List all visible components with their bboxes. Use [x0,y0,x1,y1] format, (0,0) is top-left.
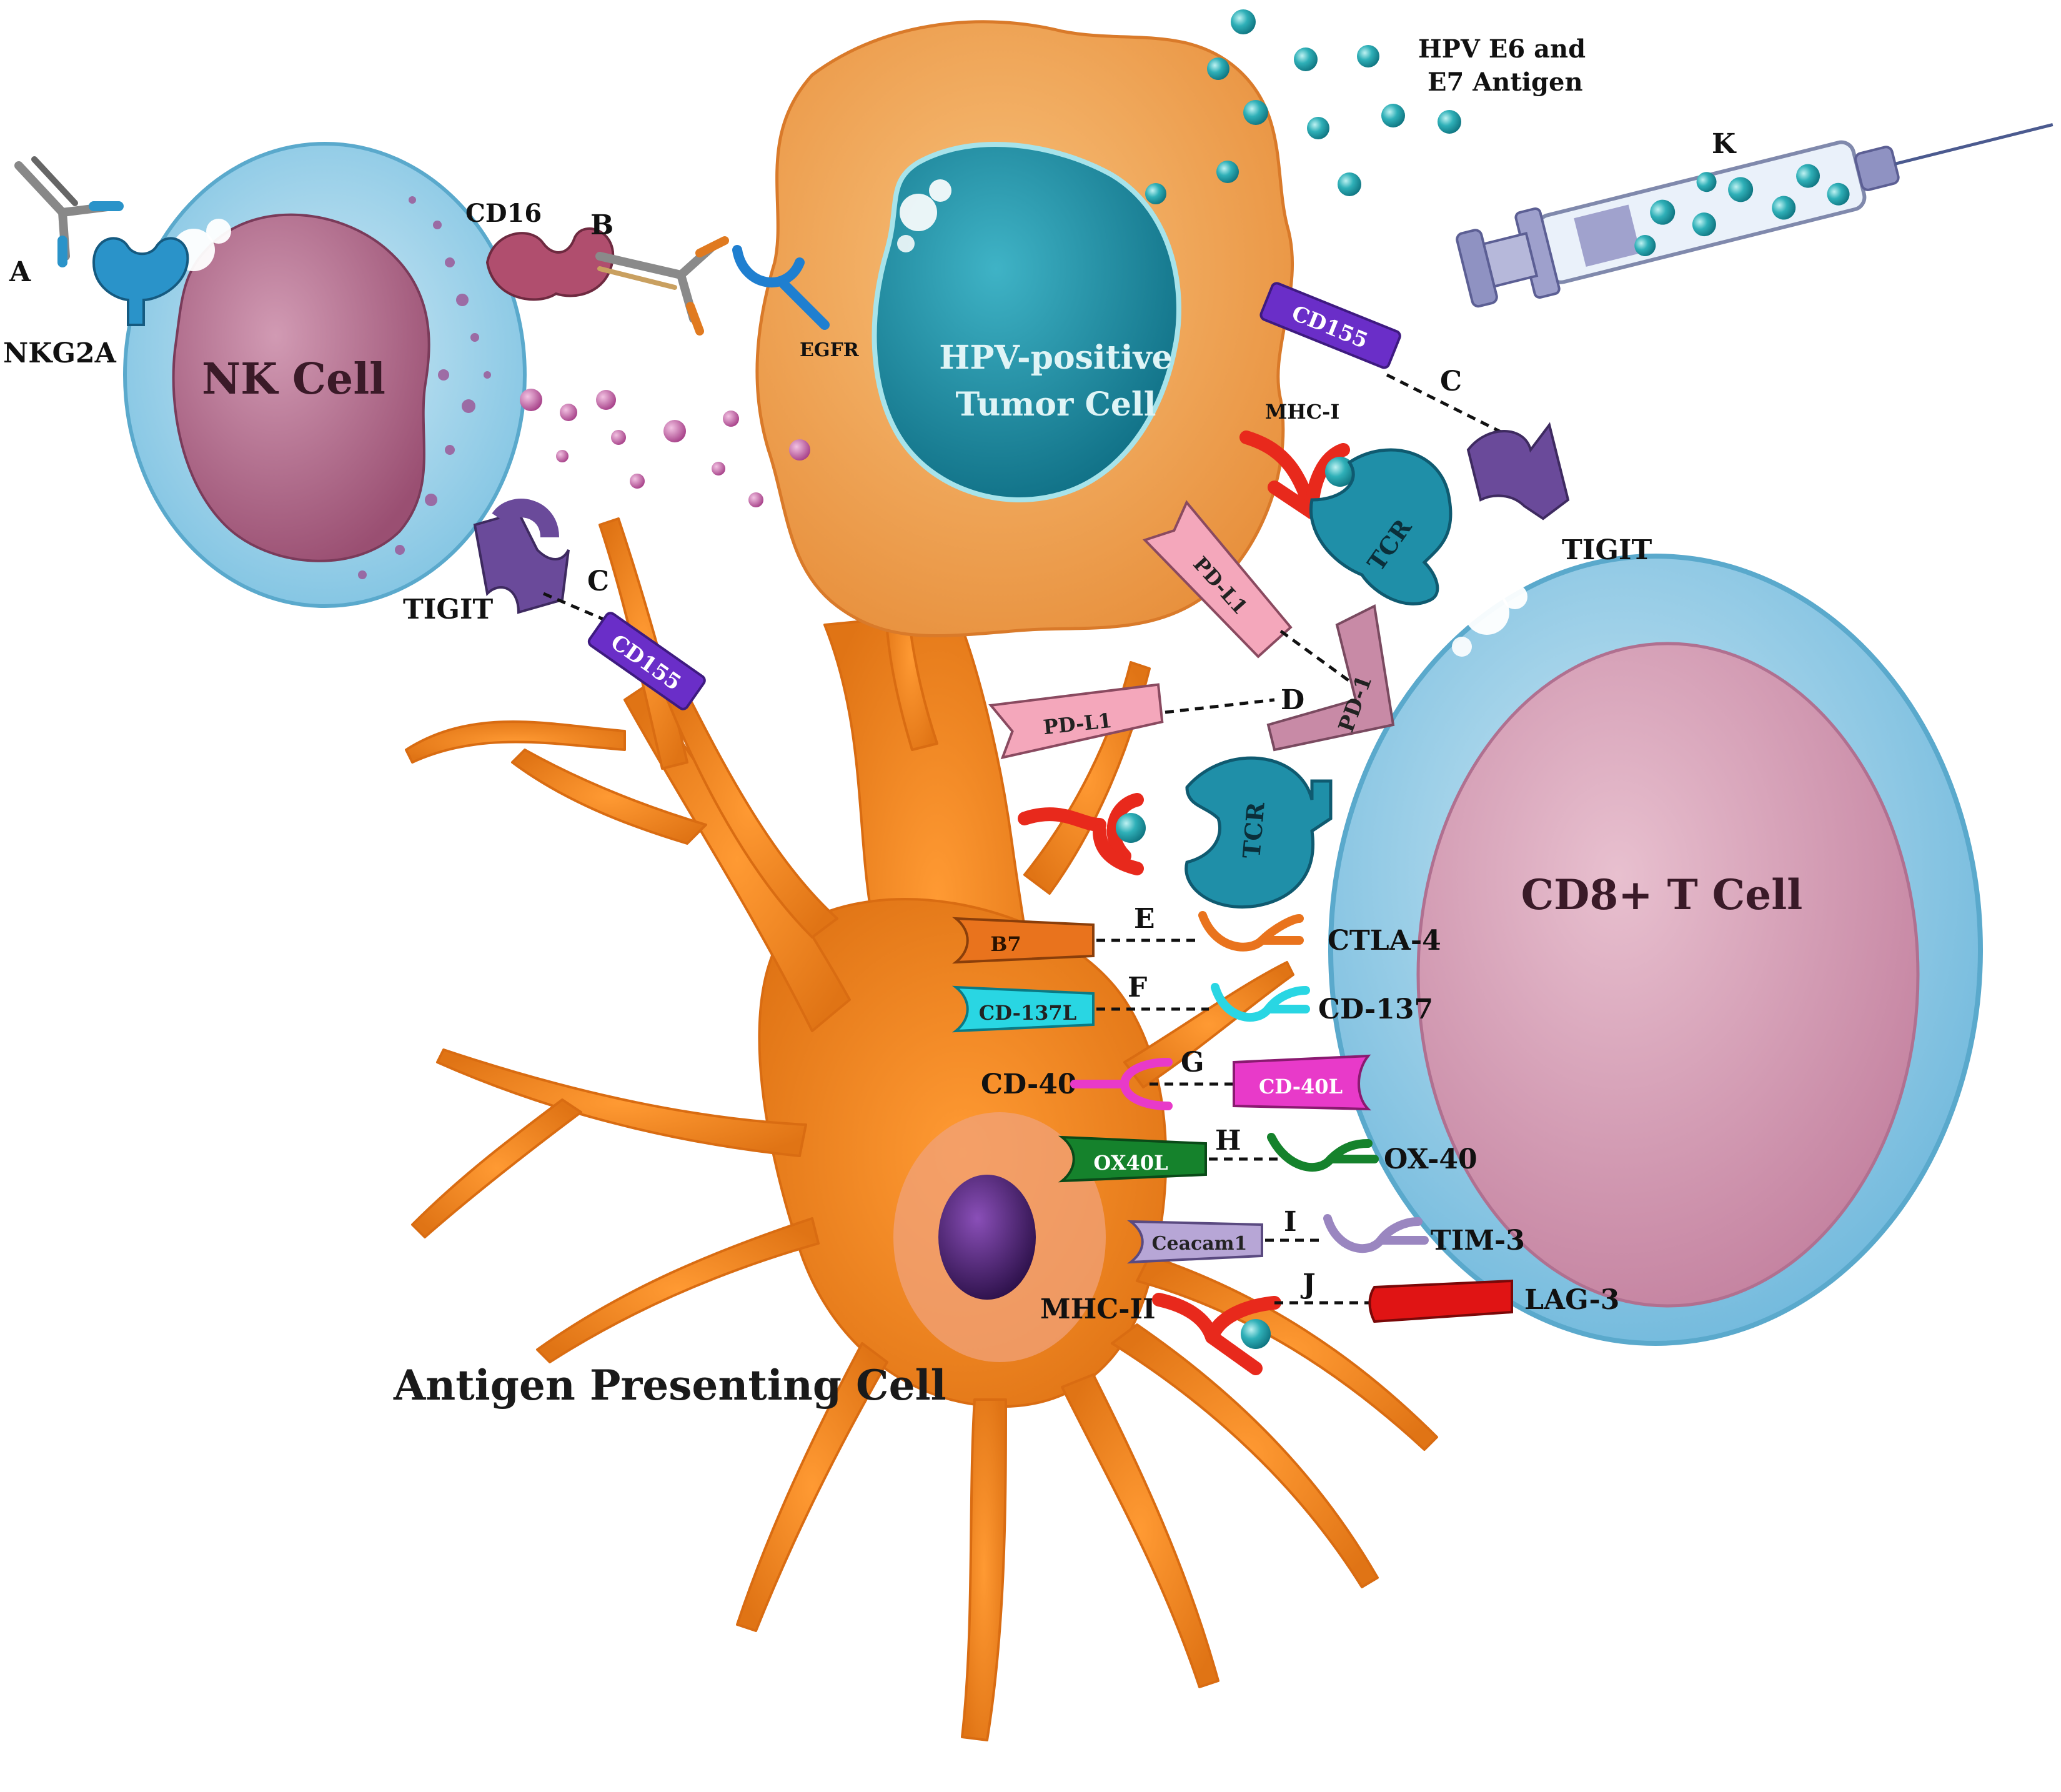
letter-b: B [590,209,613,241]
nk-cell-label: NK Cell [202,354,385,404]
cd137-receptor [1211,983,1310,1022]
cd155-tigit-link-t [1386,373,1513,439]
lag3-receptor [1368,1279,1513,1323]
mhc1-molecule-apc [1018,793,1144,875]
mhc2-molecule [1152,1293,1281,1375]
ox40l-ligand: OX40L [1058,1135,1207,1183]
apc-label: Antigen Presenting Cell [393,1361,946,1410]
mhc1-bound-antigen [1325,457,1355,487]
cd16-receptor [485,227,615,301]
ctla4-receptor [1198,911,1304,952]
cd40l-label: CD-40L [1259,1075,1343,1098]
tim3-label: TIM-3 [1431,1225,1525,1257]
tumor-nucleus [872,142,1181,502]
tigit-t-label: TIGIT [1562,534,1652,566]
hpv-antigen-particles [1145,9,1461,204]
antigen-label-line2: E7 Antigen [1428,67,1583,97]
nk-granules [358,196,491,579]
ox40l-label: OX40L [1093,1151,1168,1175]
letter-c-t: C [1440,366,1462,397]
egfr-label: EGFR [800,339,860,361]
tumor-highlight [929,179,951,202]
tcr-receptor-apc [1184,756,1333,908]
mhc1-apc-bound-antigen [1116,813,1146,843]
t-cell-highlight [1502,584,1527,609]
t-cell-highlight [1464,590,1509,635]
anti-egfr-antibody [595,236,729,336]
tumor-highlight [900,194,937,231]
ceacam1-ligand: Ceacam1 [1126,1220,1263,1264]
lag3-label: LAG-3 [1524,1284,1619,1316]
mhc1-label: MHC-I [1265,400,1339,424]
letter-j: J [1300,1268,1316,1300]
apc-nucleus [938,1175,1036,1300]
pdl1-pd1-link-apc [1165,698,1275,714]
cd137l-label: CD-137L [979,1001,1076,1025]
nk-cell: NK Cell [123,142,527,608]
tim3-receptor [1323,1214,1429,1253]
letter-e: E [1134,903,1155,935]
nkg2a-receptor [92,237,189,326]
cd40-receptor [1070,1058,1173,1110]
letter-a: A [9,256,31,288]
letter-h: H [1215,1125,1241,1157]
cd8-t-cell: CD8+ T Cell [1328,554,1983,1346]
tumor-cell-label-line2: Tumor Cell [956,386,1156,424]
letter-c-nk: C [587,565,609,597]
letter-i: I [1284,1206,1297,1238]
mhc2-label: MHC-II [1040,1293,1156,1325]
hpv-positive-tumor-cell: HPV-positive Tumor Cell [755,20,1294,638]
tigit-receptor-nk [473,499,570,614]
cd16-label: CD16 [465,199,542,228]
ceacam1-label: Ceacam1 [1152,1233,1248,1255]
egfr-receptor [732,245,830,330]
cytotoxic-granules [520,389,810,507]
pd1-receptor [1266,604,1395,752]
letter-f: F [1128,972,1147,1003]
vaccine-syringe [1456,122,2054,308]
mhc2-bound-antigen [1241,1319,1271,1349]
tumor-cell-label-line1: HPV-positive [939,339,1173,377]
ox40-receptor [1267,1133,1379,1172]
tumor-highlight [897,235,915,252]
antigen-label-line1: HPV E6 and [1418,34,1586,64]
t-cell-nucleus [1416,642,1920,1308]
pdl1-ligand-apc: PD-L1 [988,683,1164,760]
tcr-apc-label: TCR [1237,801,1270,860]
cd40-label: CD-40 [981,1068,1076,1100]
tcr-receptor-tumor [1309,448,1453,605]
letter-g: G [1181,1047,1204,1078]
ctla4-label: CTLA-4 [1328,925,1441,957]
b7-ligand: B7 [951,917,1095,964]
nk-nucleus [172,213,430,562]
cd137-label: CD-137 [1318,993,1433,1025]
nk-highlight [206,219,231,244]
t-cell-highlight [1452,637,1472,657]
tigit-receptor-t [1466,422,1570,520]
letter-d: D [1281,684,1304,716]
antigen-presenting-cell [405,517,1438,1741]
t-cell-label: CD8+ T Cell [1521,870,1803,919]
tigit-nk-label: TIGIT [403,594,493,625]
ox40-label: OX-40 [1384,1143,1477,1175]
cd137l-ligand: CD-137L [951,985,1095,1033]
cd40l-ligand: CD-40L [1233,1054,1371,1111]
letter-k: K [1712,128,1737,160]
b7-label: B7 [990,932,1021,956]
anti-nkg2a-antibody [14,156,124,267]
nkg2a-label: NKG2A [3,337,117,369]
